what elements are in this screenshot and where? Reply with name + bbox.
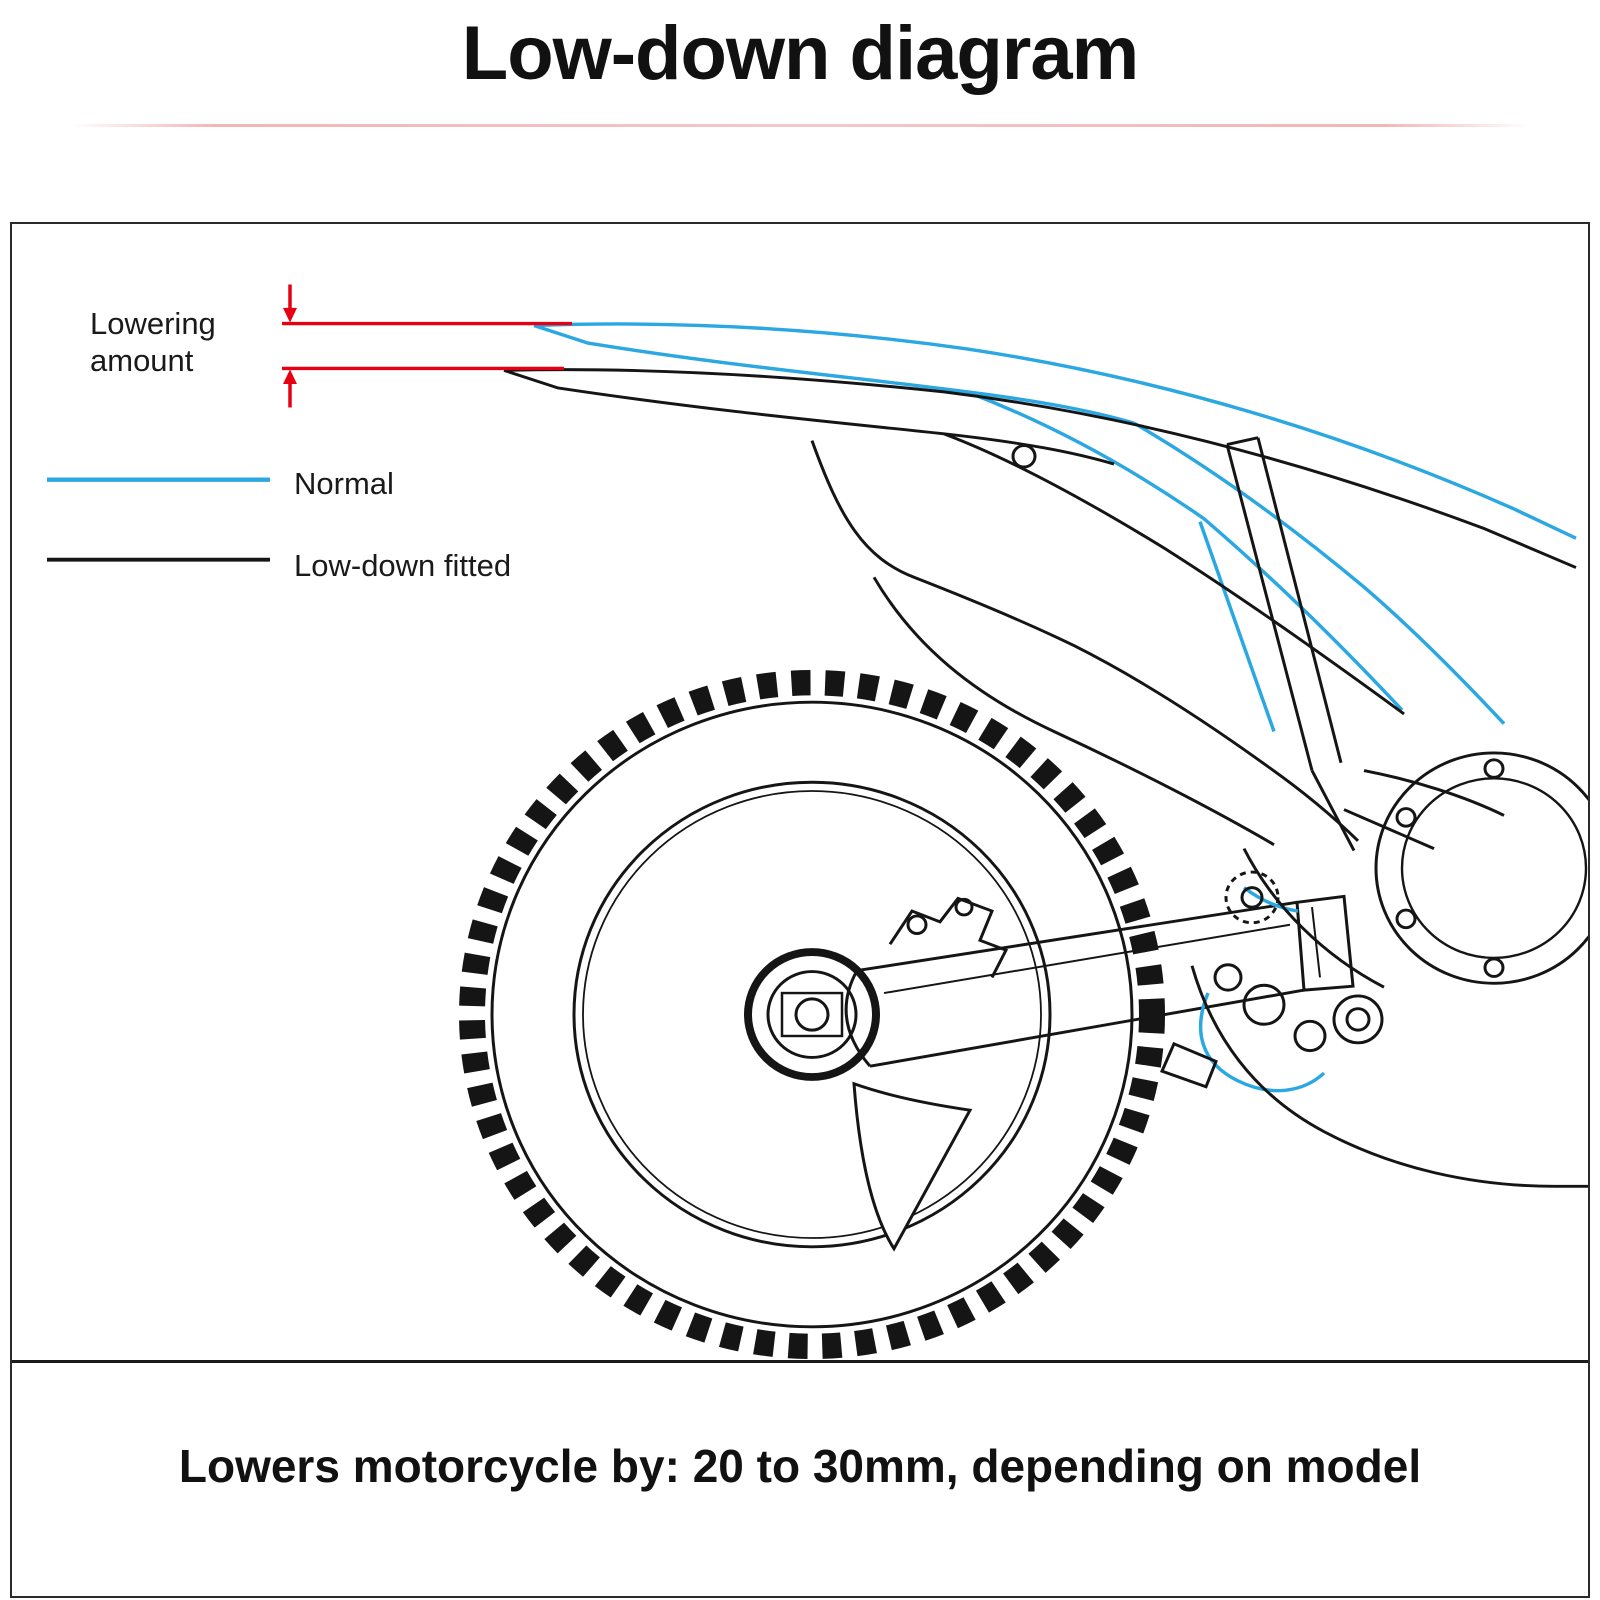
legend-normal-label: Normal: [294, 466, 394, 501]
black-fender-edge: [503, 369, 1115, 466]
blue-engine-detail: [1242, 886, 1299, 913]
engine: [1159, 751, 1588, 1188]
axle-center: [794, 997, 830, 1032]
hub-ring: [744, 948, 880, 1081]
swingarm: [844, 894, 1355, 1068]
bodywork-normal-blue: [533, 322, 1577, 1093]
page-title: Low-down diagram: [461, 11, 1139, 96]
shift-lever: [1159, 1041, 1218, 1089]
diagram-art-area: Lowering amount Normal Low-down fitted: [12, 224, 1588, 1360]
diagram-panel: Lowering amount Normal Low-down fitted L…: [10, 222, 1590, 1598]
rim-outer: [572, 780, 1052, 1249]
frame-tube-b: [1256, 437, 1343, 764]
tire-outline: [490, 700, 1134, 1329]
rim-inner: [582, 790, 1042, 1239]
arrow-down-icon: [283, 307, 297, 323]
engine-top-line: [1363, 769, 1505, 817]
caption-text: Lowers motorcycle by: 20 to 30mm, depend…: [178, 1439, 1422, 1492]
lowering-amount-label: Lowering amount: [90, 306, 216, 378]
blue-frame-line: [1198, 521, 1276, 733]
black-side-panel: [810, 440, 1360, 842]
blue-fender-top: [533, 322, 1577, 540]
legend-lowdown-label: Low-down fitted: [294, 548, 512, 583]
engine-case-lower: [1190, 965, 1588, 1188]
blue-panel-inner: [966, 390, 1404, 712]
blue-fender-edge: [533, 323, 1135, 425]
clutch-cover-inner: [1400, 777, 1588, 960]
black-seat-lower: [943, 432, 1405, 716]
title-divider: [70, 124, 1530, 127]
motorcycle-lowering-diagram: [47, 284, 1588, 1360]
axle-block: [780, 991, 844, 1038]
hub-mid: [766, 970, 858, 1059]
rear-wheel: [459, 670, 1165, 1360]
legend-swatches: [47, 477, 270, 562]
lowering-measurement: [282, 284, 572, 408]
bodywork-lowdown-black: [503, 368, 1577, 852]
blue-engine-lower: [1198, 992, 1326, 1093]
black-panel-bottom: [872, 576, 1275, 846]
chain-guard: [852, 1081, 973, 1252]
blue-side-panel: [1133, 421, 1506, 725]
frame-tube-a: [1225, 444, 1314, 771]
arrow-up-icon: [283, 369, 297, 385]
caption-bar: Lowers motorcycle by: 20 to 30mm, depend…: [12, 1360, 1588, 1596]
black-fender-top: [503, 368, 1577, 569]
engine-case-line: [1242, 847, 1385, 989]
tire-knobs: [459, 670, 1165, 1360]
number-plate-hole: [1011, 444, 1037, 469]
clutch-cover-outer: [1374, 751, 1588, 985]
sprocket: [1224, 870, 1280, 925]
